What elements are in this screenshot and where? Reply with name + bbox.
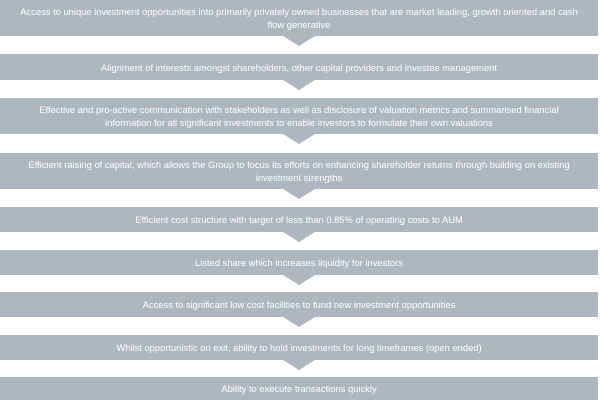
- flow-step-6: Listed share which increases liquidity f…: [0, 250, 598, 275]
- flow-step-3-text: Effective and pro-active communication w…: [39, 104, 559, 128]
- flow-step-5-shape: [0, 207, 598, 242]
- flow-step-9-text: Ability to execute transactions quickly: [221, 383, 377, 394]
- flow-step-6-shape: [0, 250, 598, 285]
- flow-step-1: Access to unique investment opportunitie…: [0, 0, 598, 36]
- flow-step-2-text: Alignment of interests amongst sharehold…: [100, 61, 498, 73]
- flow-step-5-text: Efficient cost structure with target of …: [135, 214, 463, 225]
- flow-step-8-text: Whilst opportunistic on exit, ability to…: [116, 342, 482, 353]
- flow-step-2-shape: [0, 54, 598, 90]
- flow-step-2: Alignment of interests amongst sharehold…: [0, 54, 598, 80]
- flow-step-7-text: Access to significant low cost facilitie…: [142, 299, 456, 310]
- flow-step-4-shape: [0, 153, 598, 199]
- flow-step-1-shape: [0, 0, 598, 46]
- flow-step-8-shape: [0, 335, 598, 370]
- flow-step-4-text: Efficient raising of capital, which allo…: [28, 159, 570, 183]
- flow-step-9: Ability to execute transactions quickly: [0, 377, 598, 400]
- flow-step-3-shape: [0, 98, 598, 144]
- flow-step-3: Effective and pro-active communication w…: [0, 98, 598, 134]
- flow-step-9-shape: [0, 377, 598, 400]
- flow-step-8: Whilst opportunistic on exit, ability to…: [0, 335, 598, 360]
- flow-step-5: Efficient cost structure with target of …: [0, 207, 598, 232]
- flow-step-7-shape: [0, 292, 598, 327]
- flow-step-1-text: Access to unique investment opportunitie…: [20, 6, 578, 30]
- flow-step-6-text: Listed share which increases liquidity f…: [195, 257, 403, 268]
- flow-step-7: Access to significant low cost facilitie…: [0, 292, 598, 317]
- flow-step-4: Efficient raising of capital, which allo…: [0, 153, 598, 189]
